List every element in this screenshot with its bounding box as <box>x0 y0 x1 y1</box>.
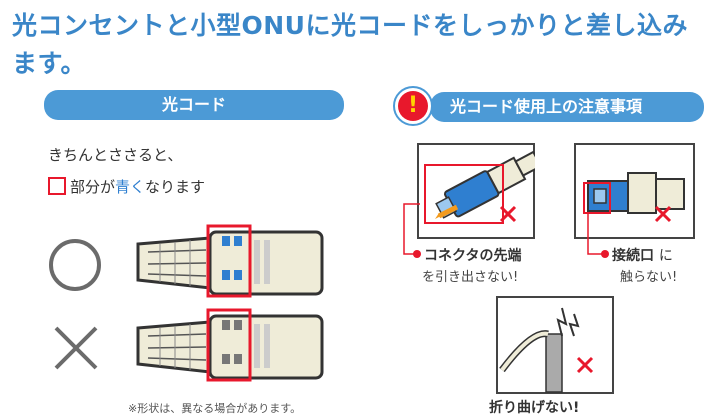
instruction-part-1: 部分が <box>70 178 116 196</box>
bullet-icon <box>601 250 609 258</box>
caution-3-title: 折り曲げない! <box>489 400 580 416</box>
port-touch-illustration <box>583 172 685 223</box>
bullet-icon <box>413 250 421 258</box>
connector-incorrect-illustration <box>136 308 324 382</box>
callout-line-1 <box>403 203 420 255</box>
caution-2-title: 接続口 に <box>601 245 673 265</box>
instruction-line-2: 部分が青くなります <box>48 176 205 197</box>
connector-correct-illustration <box>136 224 324 298</box>
caution-2-subtitle: 触らない! <box>620 270 678 285</box>
exclamation-icon: ! <box>398 91 428 121</box>
red-square-icon <box>48 177 66 195</box>
shape-note: ※形状は、異なる場合があります。 <box>128 402 302 415</box>
instruction-part-2: なります <box>145 178 206 196</box>
page-title-line1: 光コンセントと小型ONUに光コードをしっかりと差し込み <box>12 11 688 40</box>
caution-1-title: コネクタの先端 <box>413 245 521 265</box>
section-header-hikari-cord: 光コード <box>44 90 344 120</box>
section-header-cautions: 光コード使用上の注意事項 <box>430 92 704 122</box>
correct-circle-icon <box>49 239 101 291</box>
connector-pull-illustration <box>424 150 535 224</box>
bent-cord-illustration <box>499 307 594 393</box>
instruction-line-1: きちんとささると、 <box>48 146 183 164</box>
page-title-line2: ます。 <box>12 49 87 78</box>
incorrect-cross-icon <box>54 326 98 370</box>
caution-1-subtitle: を引き出さない! <box>422 270 519 285</box>
callout-line-2 <box>587 212 602 255</box>
instruction-blue-word: 青く <box>115 178 146 196</box>
